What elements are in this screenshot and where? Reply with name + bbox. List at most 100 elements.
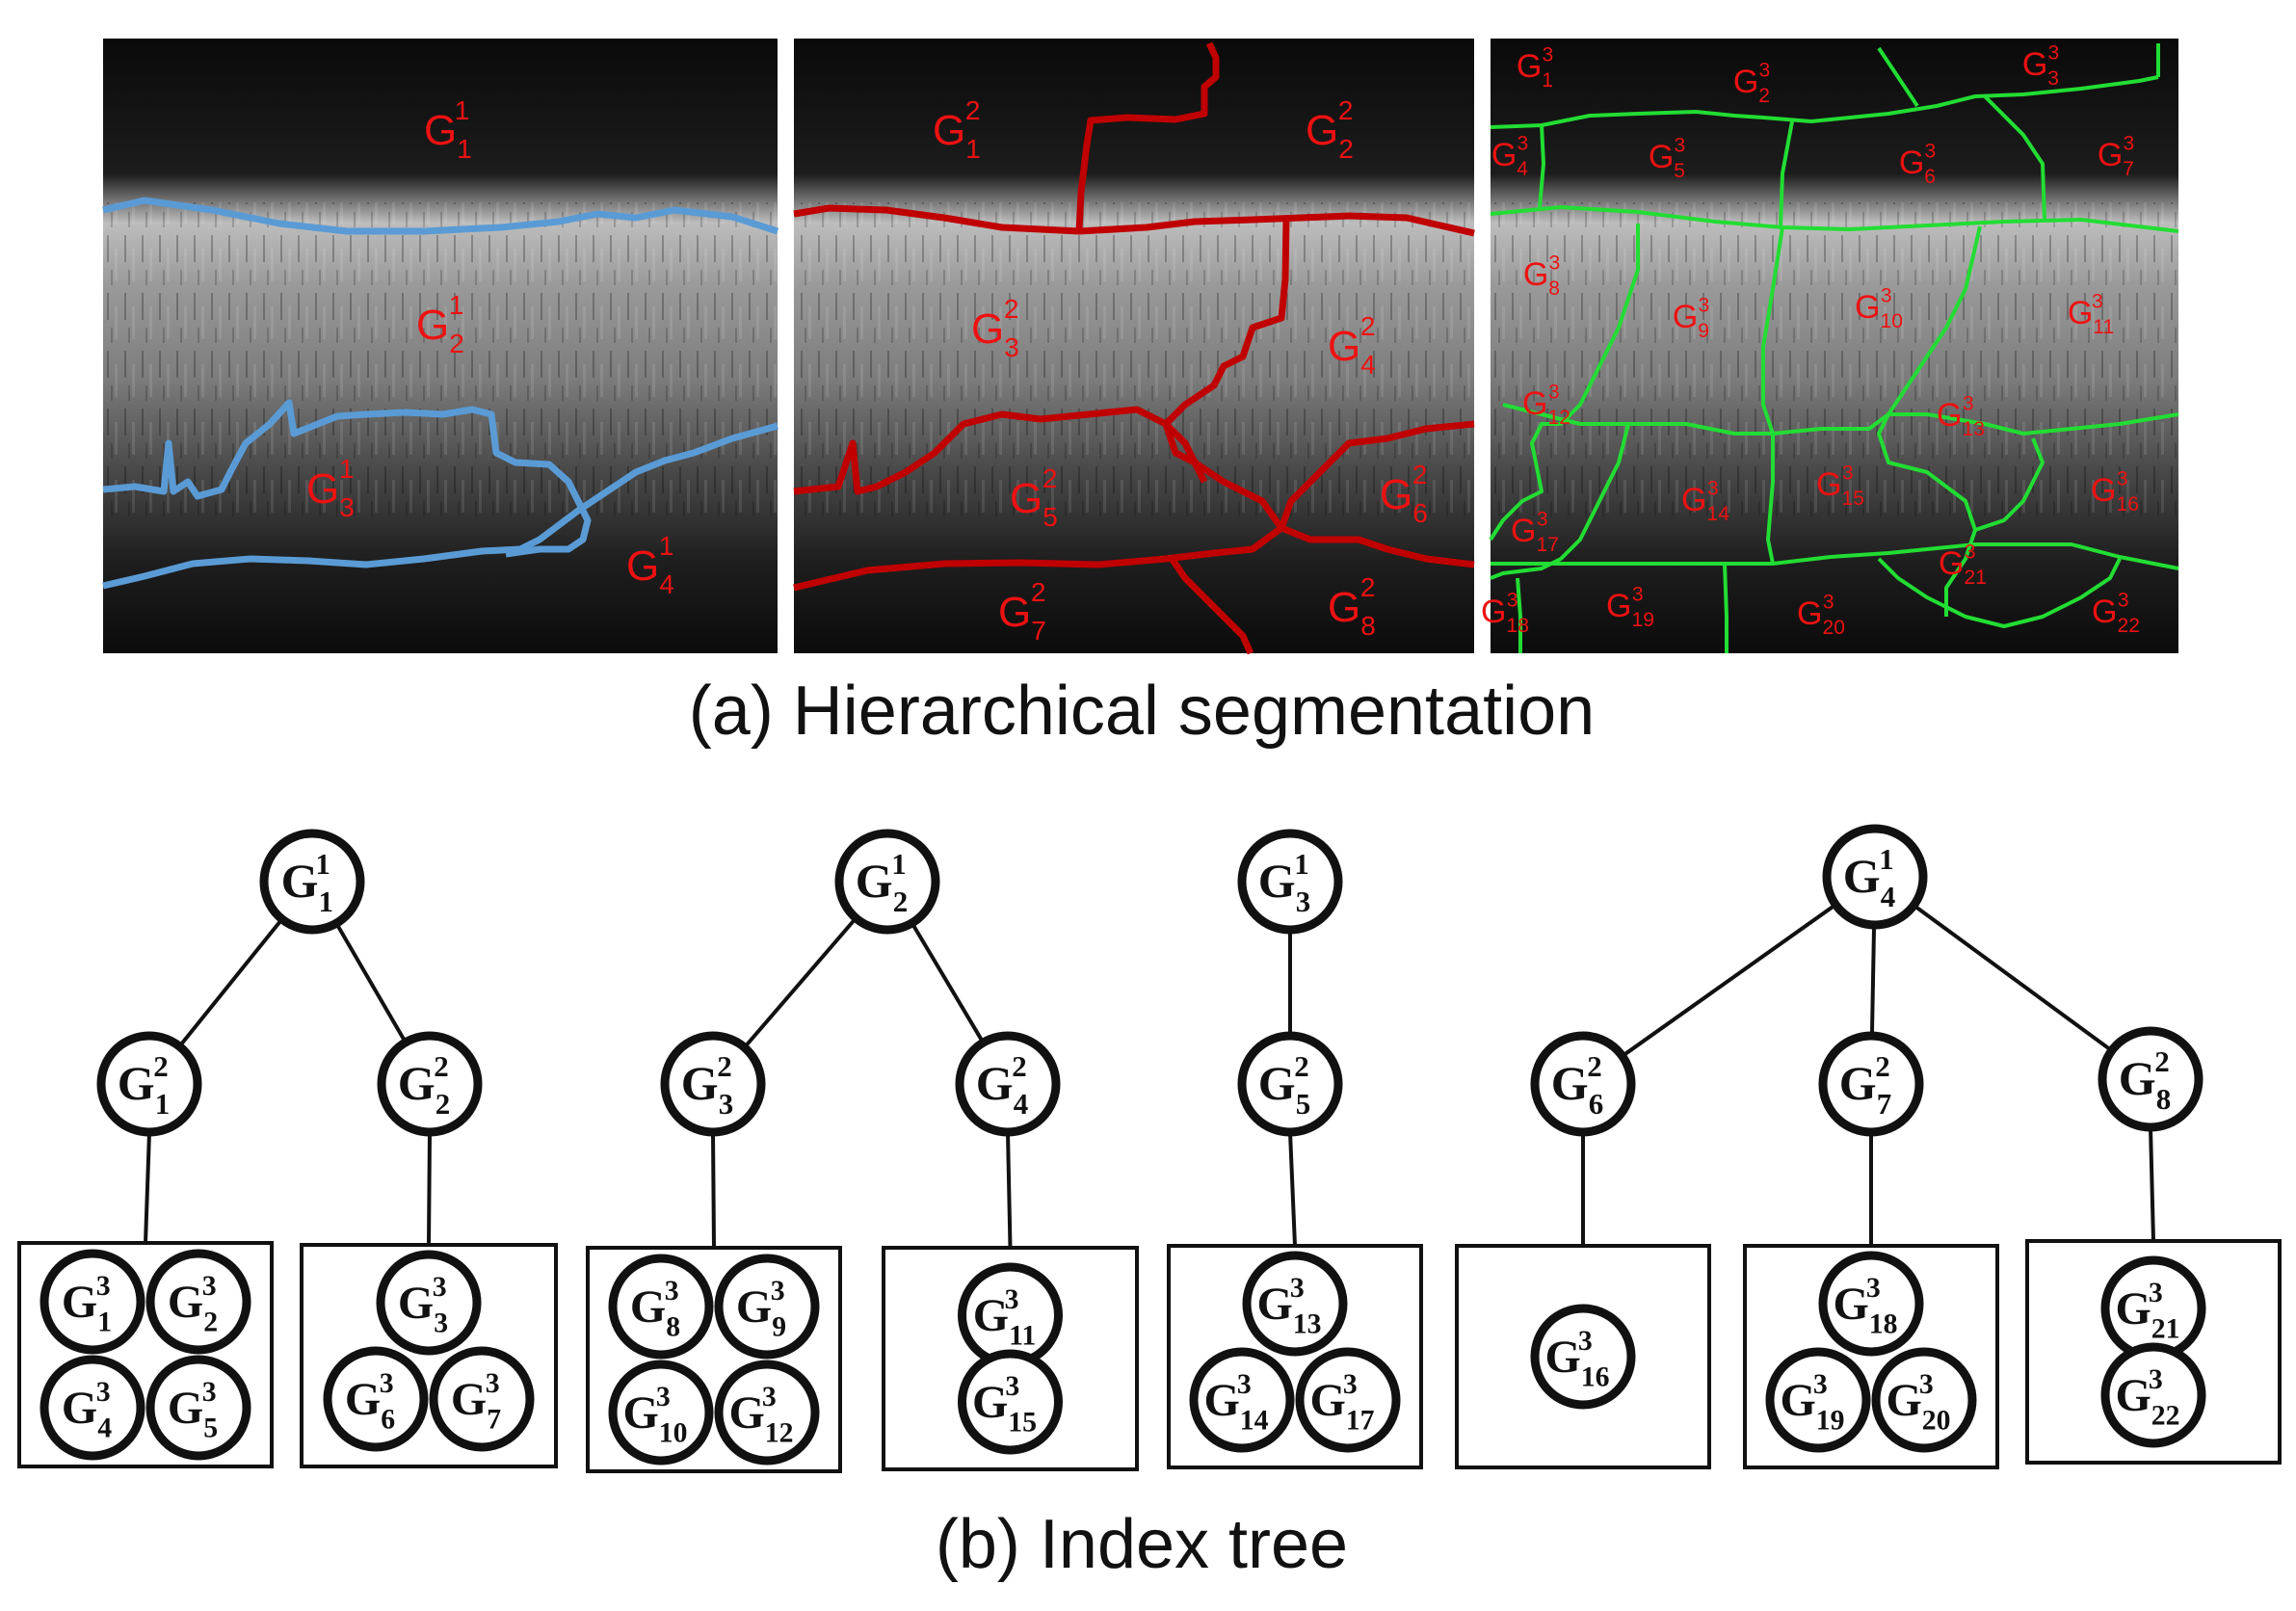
region-label: G72 xyxy=(998,577,1046,646)
region-label: G53 xyxy=(1649,135,1685,183)
leaf-box xyxy=(586,1246,842,1473)
boundary-line xyxy=(102,197,779,235)
node-label: G153 xyxy=(972,1370,1037,1438)
tree-node-level-2 xyxy=(660,1031,766,1137)
node-label: G43 xyxy=(62,1376,112,1443)
node-label: G41 xyxy=(1843,842,1895,913)
tree-edge xyxy=(2149,1126,2155,1242)
node-label: G213 xyxy=(2115,1277,2179,1344)
tree-node-level-2 xyxy=(1530,1031,1636,1137)
boundary-line xyxy=(1877,557,2122,628)
tree-node-level-2 xyxy=(1818,1031,1924,1137)
region-label: G31 xyxy=(306,454,355,522)
node-label: G223 xyxy=(2115,1363,2179,1431)
region-label: G73 xyxy=(2098,133,2134,181)
node-label: G103 xyxy=(622,1381,687,1448)
node-label: G193 xyxy=(1780,1368,1844,1436)
tree-edge xyxy=(1913,903,2113,1053)
boundary-line xyxy=(1490,75,2159,129)
tree-node-leaf xyxy=(1295,1347,1401,1453)
tree-node-leaf xyxy=(1871,1347,1977,1453)
region-label: G52 xyxy=(1010,463,1058,532)
node-label: G203 xyxy=(1886,1368,1950,1436)
boundary-line xyxy=(1761,226,1784,565)
tree-edge xyxy=(1869,924,1877,1037)
boundary-line xyxy=(793,204,1475,237)
region-label: G13 xyxy=(1517,44,1553,92)
tree-node-leaf xyxy=(714,1254,820,1360)
region-label: G12 xyxy=(933,95,981,164)
region-label: G43 xyxy=(1491,133,1528,181)
node-label: G21 xyxy=(856,847,908,918)
leaf-box xyxy=(17,1241,274,1468)
boundary-line xyxy=(1983,94,2046,221)
node-label: G22 xyxy=(398,1049,450,1121)
boundary-line xyxy=(1974,437,2045,532)
boundary-line xyxy=(1163,421,1208,484)
region-label: G213 xyxy=(1939,541,1987,590)
node-label: G133 xyxy=(1256,1272,1321,1339)
boundary-line xyxy=(1538,124,1545,208)
tree-node-leaf xyxy=(376,1250,482,1356)
panel-level-1: G11 G21 G31 G41 xyxy=(102,39,779,653)
boundary-line xyxy=(1516,577,1522,653)
boundary-line xyxy=(102,422,779,590)
boundary-line xyxy=(1490,423,1630,580)
boundary-line xyxy=(1944,529,1977,617)
boundary-line xyxy=(1877,46,1919,108)
tree-node-leaf xyxy=(1242,1251,1348,1357)
region-label: G223 xyxy=(2092,590,2140,638)
node-label: G93 xyxy=(736,1275,786,1342)
level-2-boundaries xyxy=(793,41,1475,655)
node-label: G72 xyxy=(1839,1049,1891,1121)
region-label: G173 xyxy=(1511,509,1559,557)
tree-node-leaf xyxy=(145,1355,251,1461)
tree-node-leaf xyxy=(958,1349,1063,1455)
region-label: G63 xyxy=(1899,141,1936,189)
boundary-line xyxy=(793,525,1284,592)
tree-node-level-2 xyxy=(955,1031,1061,1137)
tree-node-leaf xyxy=(1530,1304,1636,1410)
boundary-line xyxy=(1163,219,1290,427)
node-label: G42 xyxy=(976,1049,1028,1121)
tree-node-leaf xyxy=(1765,1347,1871,1453)
region-label: G23 xyxy=(1733,60,1770,108)
region-label: G93 xyxy=(1673,295,1709,343)
leaf-box xyxy=(1743,1244,1999,1469)
node-label: G13 xyxy=(62,1270,112,1337)
boundary-line xyxy=(1168,555,1254,655)
tree-node-leaf xyxy=(608,1360,714,1466)
tree-edge xyxy=(910,921,986,1044)
node-label: G73 xyxy=(451,1367,501,1435)
boundary-line xyxy=(1278,420,1475,530)
boundary-line xyxy=(102,399,592,558)
tree-node-leaf xyxy=(714,1360,820,1466)
node-label: G33 xyxy=(398,1271,448,1338)
node-label: G62 xyxy=(1551,1049,1603,1121)
tree-node-leaf xyxy=(145,1249,251,1355)
tree-node-leaf xyxy=(40,1249,145,1355)
region-label: G22 xyxy=(1306,95,1354,164)
region-label: G123 xyxy=(1522,382,1570,430)
region-label: G113 xyxy=(2068,291,2114,339)
leaf-box xyxy=(1167,1244,1423,1469)
region-label: G11 xyxy=(424,95,471,164)
caption-top: (a) Hierarchical segmentation xyxy=(689,673,1595,750)
boundary-line xyxy=(1491,542,2179,570)
region-label: G143 xyxy=(1681,478,1729,526)
region-label: G203 xyxy=(1797,592,1845,640)
boundary-line xyxy=(1280,524,1475,568)
region-label: G33 xyxy=(2022,42,2059,91)
tree-node-leaf xyxy=(2100,1342,2206,1448)
boundary-line xyxy=(1502,403,2179,436)
region-label: G183 xyxy=(1481,590,1529,638)
tree-edge xyxy=(144,1131,151,1244)
region-label: G163 xyxy=(2091,468,2139,516)
tree-edge xyxy=(1288,1131,1297,1247)
